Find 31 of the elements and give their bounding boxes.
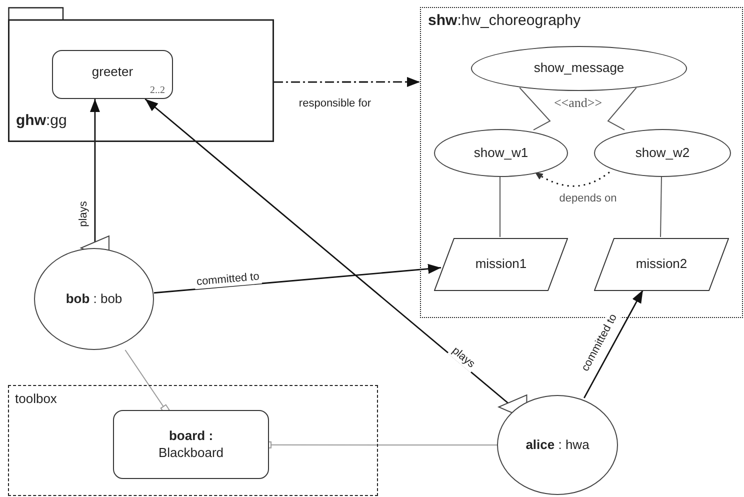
node-label: greeter <box>92 64 134 81</box>
node-label: board : <box>168 428 214 444</box>
node-label: show_message <box>534 60 624 77</box>
edge-label: plays <box>77 199 91 229</box>
connector-line <box>660 176 662 238</box>
rounded-box <box>113 410 269 479</box>
connector-line <box>519 87 551 130</box>
package-frame <box>8 7 274 142</box>
dashed-arrow <box>274 76 420 87</box>
node-label: show_w1 <box>474 144 528 162</box>
connector-line <box>607 87 637 130</box>
edge-label: committed to <box>194 270 262 290</box>
node-label: Blackboard <box>158 444 224 461</box>
arrow <box>584 290 644 398</box>
parallelogram-box <box>434 238 568 291</box>
frame-title: toolbox <box>15 391 57 408</box>
frame-title: ghw:gg <box>16 112 67 131</box>
dashed-arrow <box>534 172 610 187</box>
multiplicity-label: 2..2 <box>150 84 165 97</box>
parallelogram-box <box>594 238 729 291</box>
node-label: show_w2 <box>635 144 690 162</box>
frame-title: shw:hw_choreography <box>428 12 581 31</box>
edge-label: depends on <box>557 192 619 206</box>
rounded-box <box>52 50 173 99</box>
arrow <box>154 264 442 294</box>
node-label: mission2 <box>636 256 688 273</box>
node-label: mission1 <box>475 256 527 273</box>
node-label: bob : bob <box>66 290 122 308</box>
node-label: alice : hwa <box>526 436 590 454</box>
edge-label: responsible for <box>296 97 374 111</box>
group-frame <box>8 385 378 496</box>
